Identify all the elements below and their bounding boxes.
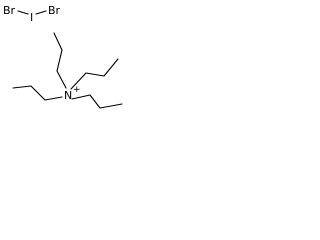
anion-iodine: I (30, 11, 33, 24)
butyl-chain-upper-right (70, 58, 119, 90)
butyl-chain-lower-right (71, 94, 123, 109)
bond-br-i-left (17, 10, 29, 15)
anion-right-bromine: Br (48, 4, 61, 17)
bond-i-br-right (35, 10, 47, 15)
butyl-chain-upper-left (53, 32, 67, 89)
cation-charge: + (73, 85, 81, 95)
structure-drawing: Br I Br N + (0, 0, 138, 120)
butyl-chain-lower-left (12, 85, 63, 101)
cation-group: N + (12, 32, 123, 109)
molecule-svg: Br I Br N + (3, 4, 123, 109)
anion-left-bromine: Br (3, 4, 16, 17)
cation-nitrogen: N (64, 89, 72, 102)
anion-group: Br I Br (3, 4, 61, 24)
